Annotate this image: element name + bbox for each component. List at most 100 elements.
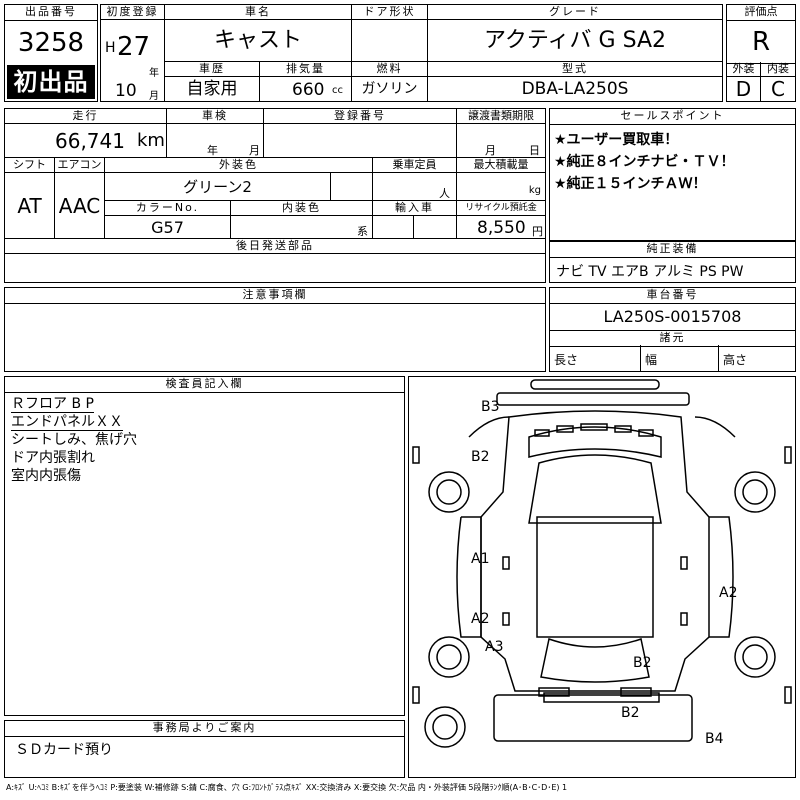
office-message: ＳＤカード預り — [15, 742, 113, 758]
first-reg-value: H 27 年 10 月 — [101, 20, 165, 102]
height-label: 高さ — [723, 353, 748, 367]
office-block: 事務局よりご案内 ＳＤカード預り — [4, 720, 405, 778]
dims-header: 諸元 — [550, 331, 795, 347]
model-value: DBA-LA250S — [521, 79, 629, 99]
notes-block: 注意事項欄 — [4, 287, 546, 372]
capacity-unit: 人 — [439, 187, 450, 200]
lot-block: 出品番号 3258 初出品 — [4, 4, 98, 102]
first-reg-header: 初度登録 — [101, 5, 165, 20]
year-unit: 年 — [149, 68, 159, 79]
inspection-value: 年 月 — [167, 124, 264, 158]
damage-mark-b2-front: B2 — [471, 449, 490, 465]
fuel-header: 燃料 — [352, 62, 428, 77]
car-name-header: 車名 — [165, 5, 352, 20]
damage-mark-b2-rear: B2 — [633, 655, 652, 671]
height-cell: 高さ — [719, 345, 795, 371]
lot-header: 出品番号 — [5, 5, 97, 21]
shift-header: シフト — [5, 158, 55, 173]
displacement-value: 660 cc — [260, 77, 352, 102]
transfer-value: 月 日 — [457, 124, 545, 158]
length-label: 長さ — [554, 353, 579, 367]
vehicle-info-grid: 走行 車検 登録番号 譲渡書類期限 66,741 km 年 月 月 日 シフト … — [4, 108, 546, 283]
damage-mark-b3: B3 — [481, 399, 500, 415]
sales-point-1: ★ユーザー買取車！ — [554, 132, 679, 148]
inspector-line-1: Ｒフロア B P — [11, 396, 94, 413]
car-diagram: B3 B2 A1 A2 A3 A2 B2 B2 B4 — [408, 376, 796, 778]
door-value — [352, 20, 428, 62]
color-no-value: G57 — [105, 216, 231, 239]
damage-mark-b4: B4 — [705, 731, 724, 747]
damage-mark-a2-right: A2 — [719, 585, 738, 601]
model-header: 型式 — [428, 62, 722, 77]
sales-points-block: セールスポイント ★ユーザー買取車！ ★純正８インチナビ・ＴＶ！ ★純正１５イン… — [549, 108, 796, 241]
inspector-line-3: シートしみ、焦げ穴 — [11, 432, 137, 448]
damage-mark-a3: A3 — [485, 639, 504, 655]
equipment-block: 純正装備 ナビ TV エアB アルミ PS PW — [549, 241, 796, 283]
damage-mark-a2-left: A2 — [471, 611, 490, 627]
interior-grade-header: 内装 — [761, 62, 795, 77]
recycle-header: リサイクル預託金 — [457, 201, 545, 216]
int-color-value: 系 — [231, 216, 373, 239]
notes-header: 注意事項欄 — [5, 288, 545, 304]
inspector-block: 検査員記入欄 Ｒフロア B P エンドパネルＸＸ シートしみ、焦げ穴 ドア内張割… — [4, 376, 405, 716]
lot-number: 3258 — [17, 28, 85, 58]
month-unit: 月 — [149, 91, 159, 102]
fuel-value: ガソリン — [352, 77, 428, 102]
import-header: 輸入車 — [373, 201, 457, 216]
inspection-year-unit: 年 — [207, 144, 218, 157]
mileage-value: 66,741 km — [5, 124, 167, 158]
door-header: ドア形状 — [352, 5, 428, 20]
reg-number-header: 登録番号 — [264, 109, 457, 124]
transfer-header: 譲渡書類期限 — [457, 109, 545, 124]
sales-point-3: ★純正１５インチＡＷ！ — [554, 176, 707, 192]
inspector-line-2: エンドパネルＸＸ — [11, 414, 123, 431]
score-value: R — [727, 21, 795, 64]
sales-points-header: セールスポイント — [550, 109, 795, 125]
car-diagram-svg — [412, 379, 792, 748]
transfer-month-unit: 月 — [485, 144, 496, 157]
aircon-header: エアコン — [55, 158, 105, 173]
color-no-header: カラーNo. — [105, 201, 231, 216]
chassis-header: 車台番号 — [550, 288, 795, 304]
displacement-unit: cc — [332, 85, 343, 96]
recycle-amount: 8,550 — [477, 218, 526, 238]
int-color-header: 内装色 — [231, 201, 373, 216]
width-label: 幅 — [645, 353, 658, 367]
reg-number-value — [264, 124, 457, 158]
load-value: kg — [457, 173, 545, 201]
exterior-grade-header: 外装 — [727, 62, 761, 77]
inspector-line-5: 室内内張傷 — [11, 468, 81, 484]
footer-legend: A:ｷｽﾞ U:ﾍｺﾐ B:ｷｽﾞを伴うﾍｺﾐ P:要塗装 W:補修跡 S:錆 … — [6, 783, 568, 792]
ext-color-value: グリーン2 — [105, 173, 331, 201]
inspector-line-4: ドア内張割れ — [11, 450, 95, 466]
import-value — [373, 216, 457, 239]
inspection-month-unit: 月 — [249, 144, 260, 157]
ext-color-header: 外装色 — [105, 158, 373, 173]
sales-point-2: ★純正８インチナビ・ＴＶ！ — [554, 154, 735, 170]
aircon-value: AAC — [55, 173, 105, 239]
inspector-header: 検査員記入欄 — [5, 377, 404, 393]
load-header: 最大積載量 — [457, 158, 545, 173]
damage-mark-b2-bumper: B2 — [621, 705, 640, 721]
interior-grade: C — [771, 77, 785, 101]
car-name: キャスト — [165, 20, 352, 62]
mileage-header: 走行 — [5, 109, 167, 124]
era-prefix: H — [105, 40, 116, 56]
score-header: 評価点 — [727, 5, 795, 21]
capacity-header: 乗車定員 — [373, 158, 457, 173]
office-header: 事務局よりご案内 — [5, 721, 404, 737]
equipment-header: 純正装備 — [550, 242, 795, 258]
ext-color-extra — [331, 173, 373, 201]
recycle-value: 8,550 円 — [457, 216, 545, 239]
reg-year: 27 — [117, 32, 151, 62]
history-header: 車歴 — [165, 62, 260, 77]
displacement-number: 660 — [292, 80, 325, 100]
history-value: 自家用 — [165, 77, 260, 102]
length-cell: 長さ — [550, 345, 641, 371]
first-listing-badge: 初出品 — [7, 65, 95, 99]
grade-header: グレード — [428, 5, 722, 20]
shift-value: AT — [5, 173, 55, 239]
top-grid: 初度登録 車名 ドア形状 グレード H 27 年 10 月 キャスト アクティバ… — [100, 4, 723, 102]
width-cell: 幅 — [641, 345, 719, 371]
recycle-unit: 円 — [532, 225, 543, 238]
